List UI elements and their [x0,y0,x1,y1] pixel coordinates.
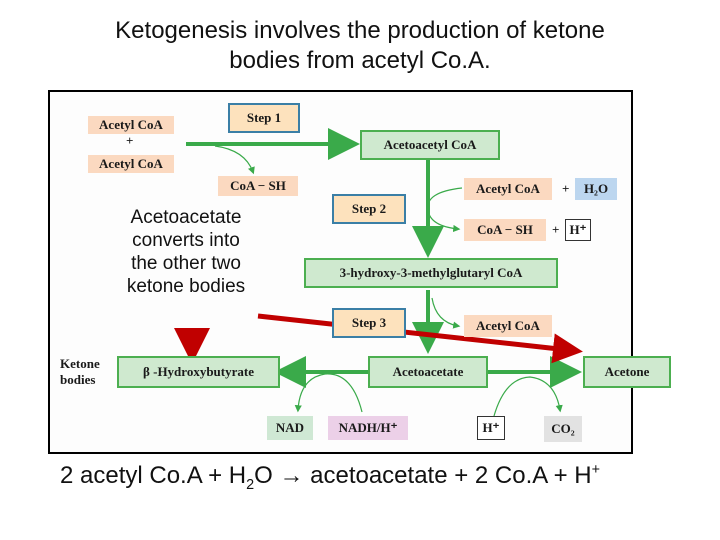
step1-product-coash: CoA − SH [218,176,298,196]
title-line-1: Ketogenesis involves the production of k… [115,17,605,44]
acetoacetate-box: Acetoacetate [368,356,488,388]
equation-part-1: 2 acetyl Co.A + H [60,462,247,489]
nadh-box: NADH/H⁺ [328,416,408,440]
overall-equation: 2 acetyl Co.A + H2O → acetoacetate + 2 C… [60,462,700,493]
reactant-plus: + [126,133,134,148]
nad-box: NAD [267,416,313,440]
step2-plus-1: + [562,181,570,196]
slide-title: Ketogenesis involves the production of k… [60,16,660,76]
annotation-line-2: converts into [132,230,240,251]
annotation-text: Acetoacetate converts into the other two… [96,206,276,298]
reactant-acetyl-coa-1: Acetyl CoA [88,116,174,134]
step-1-label: Step 1 [228,103,300,133]
step2-plus-2: + [552,222,560,237]
step-2-label: Step 2 [332,194,406,224]
step-3-label: Step 3 [332,308,406,338]
hmg-coa-box: 3-hydroxy-3-methylglutaryl CoA [304,258,558,288]
equation-subscript: 2 [246,476,255,493]
equation-part-3: acetoacetate + 2 Co.A + H [303,462,592,489]
equation-part-2: O [254,462,280,489]
equation-superscript: + [591,462,601,478]
beta-hydroxybutyrate-box: β -Hydroxybutyrate [117,356,280,388]
step2-h2o: H₂O [575,178,617,200]
reactant-acetyl-coa-2: Acetyl CoA [88,155,174,173]
ketone-label-line-1: Ketone [60,356,100,371]
ketone-bodies-label: Ketone bodies [60,356,100,388]
arrow-icon: → [279,462,304,489]
annotation-line-4: ketone bodies [126,276,246,297]
co2-box: CO₂ [544,416,582,442]
annotation-line-3: the other two [131,253,241,274]
title-line-2: bodies from acetyl Co.A. [229,47,491,74]
acetone-box: Acetone [583,356,671,388]
hplus-box: H⁺ [477,416,505,440]
ketone-label-line-2: bodies [60,372,96,387]
step2-acetyl-coa: Acetyl CoA [464,178,552,200]
step3-acetyl-coa: Acetyl CoA [464,315,552,337]
step2-coash: CoA − SH [464,219,546,241]
step2-hplus: H⁺ [565,219,591,241]
annotation-line-1: Acetoacetate [130,207,242,228]
acetoacetyl-coa-box: Acetoacetyl CoA [360,130,500,160]
